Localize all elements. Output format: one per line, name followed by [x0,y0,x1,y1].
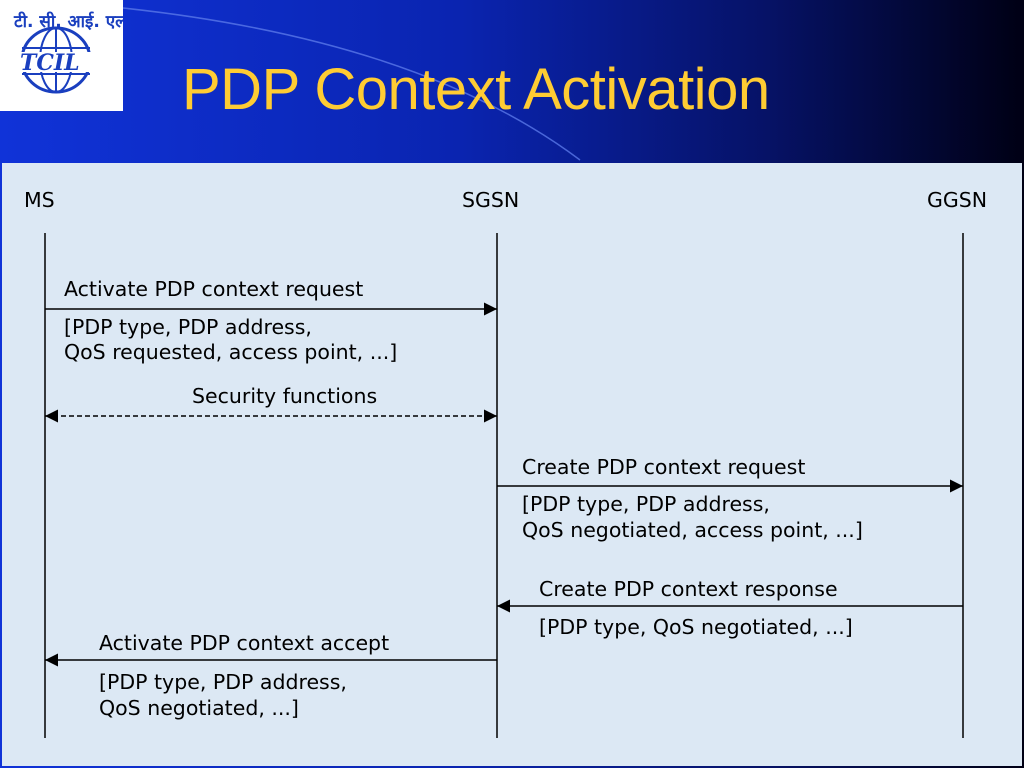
message-label-activate-request: Activate PDP context request [64,277,363,301]
logo-script-text: टी. सी. आई. एल [13,11,123,32]
message-label-create-response: Create PDP context response [539,577,838,601]
header-decoration [122,7,581,161]
message-label-create-request: Create PDP context request [522,455,805,479]
logo-text: TCIL [20,50,80,76]
slide-title: PDP Context Activation [182,57,770,122]
tcil-logo-icon: टी. सी. आई. एल TCIL [13,11,128,94]
message-params-activate-accept-1: [PDP type, PDP address, [99,670,347,694]
message-label-security-functions: Security functions [192,384,377,408]
entity-label-ggsn: GGSN [927,188,987,212]
sequence-diagram: MS SGSN GGSN Activate PDP context reques… [24,188,987,738]
message-params-activate-request-2: QoS requested, access point, ...] [64,340,397,364]
entity-label-sgsn: SGSN [462,188,519,212]
message-label-activate-accept: Activate PDP context accept [99,631,389,655]
message-params-activate-accept-2: QoS negotiated, ...] [99,696,299,720]
diagram-panel: MS SGSN GGSN Activate PDP context reques… [2,163,1022,766]
slide-header: टी. सी. आई. एल TCIL PDP Context Activati… [0,0,1024,162]
message-params-activate-request-1: [PDP type, PDP address, [64,315,312,339]
message-params-create-response-1: [PDP type, QoS negotiated, ...] [539,615,853,639]
entity-label-ms: MS [24,188,55,212]
message-params-create-request-1: [PDP type, PDP address, [522,492,770,516]
message-params-create-request-2: QoS negotiated, access point, ...] [522,518,863,542]
tcil-logo: टी. सी. आई. एल TCIL [0,0,128,111]
